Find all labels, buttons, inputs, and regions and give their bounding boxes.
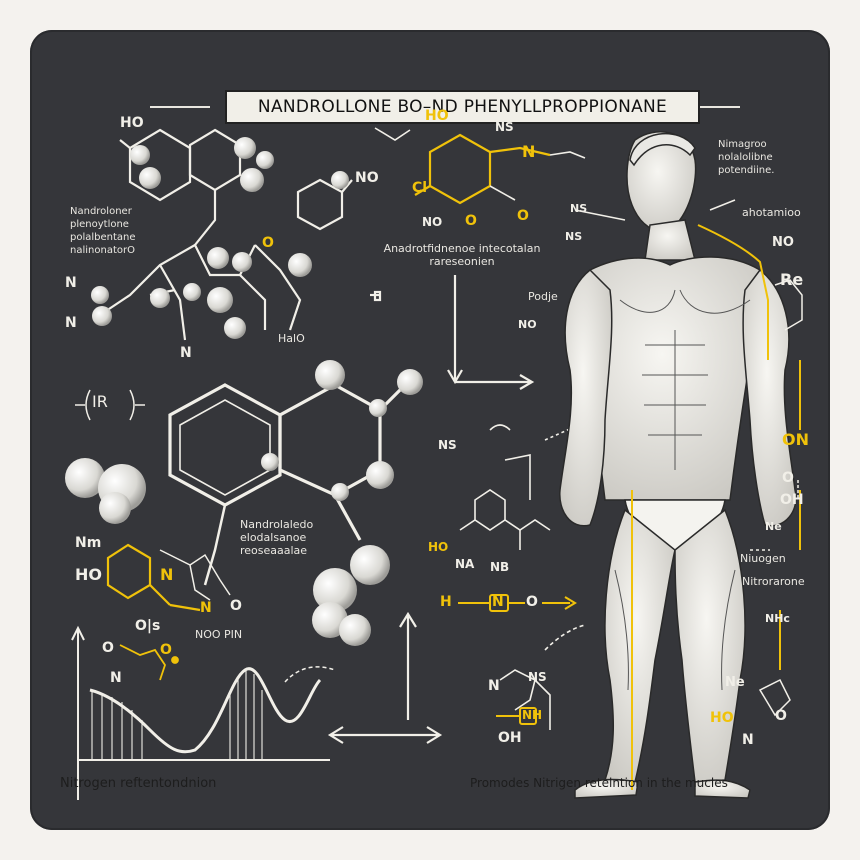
title-rule-right <box>680 106 740 108</box>
center-chain <box>459 419 591 550</box>
right-nb-label: Ne <box>725 675 745 690</box>
lower-n-label-3: O <box>230 598 242 614</box>
diagram-drawing <box>65 127 803 800</box>
center-ring-2 <box>278 383 382 497</box>
yellow-trace <box>631 224 801 790</box>
center-ring-1 <box>168 383 282 507</box>
chain-h-label: H <box>440 594 452 610</box>
right-oh-label: OH <box>780 492 804 508</box>
right-niu-label: Niuogen <box>740 552 786 565</box>
right-ns-label-2: NS <box>565 230 583 243</box>
lower-nm-label: Nm <box>75 535 102 551</box>
lower-noopin-label: NOO PIN <box>195 628 243 641</box>
left-chain-4 <box>159 264 187 341</box>
yellow-ns-label: NS <box>495 120 514 134</box>
right-n-label: N <box>742 732 754 748</box>
yellow-molecule-links <box>374 127 586 201</box>
left-halo-label: HalO <box>278 332 305 345</box>
center-molecule-caption: Nandrolaledo elodalsanoe reoseaaalae <box>240 518 314 557</box>
lower-n-label-2: N <box>200 600 212 616</box>
right-bonds <box>574 199 803 717</box>
figure-left-leg <box>603 508 676 783</box>
diagram-board: NANDROLLONE BO–ND PHENYLLPROPPIONANE <box>30 30 830 830</box>
left-ring-1 <box>128 128 192 202</box>
yellow-n-label: N <box>522 142 536 161</box>
center-caption: Anadrotfidnenoe intecotalan rareseonien <box>383 242 541 268</box>
right-ne-label: Ne <box>765 520 782 533</box>
left-n-label-1: N <box>65 275 77 291</box>
mini-chem <box>119 644 179 681</box>
right-nhc-label: NHc <box>765 612 790 625</box>
bottom-right-caption: Promodes Nitrigen retelntion in the mucl… <box>470 776 728 790</box>
left-molecule <box>99 128 353 341</box>
right-ho-label: HO <box>710 710 734 726</box>
center-balls <box>65 360 423 646</box>
chain-oh-label: OH <box>498 730 522 746</box>
arrows <box>327 275 535 744</box>
right-o-label-2: O <box>775 708 787 724</box>
chain-ho-label: HO <box>428 540 449 554</box>
right-no-label-1: NO <box>772 235 794 250</box>
left-n-label-3: N <box>180 345 192 361</box>
chain-o-label: O <box>526 594 538 610</box>
double-arrow <box>327 726 443 744</box>
lower-left-ring <box>106 543 201 612</box>
yellow-molecule <box>414 133 551 205</box>
yellow-ho-label: HO <box>425 108 449 124</box>
figure-right-leg <box>674 508 746 783</box>
right-nitro-label: Nitrorarone <box>742 575 805 588</box>
left-balls <box>91 137 349 339</box>
muscle-figure <box>559 131 797 799</box>
right-top-caption: Nimagroo nolalolibne potendiine. <box>718 139 775 176</box>
nitrogen-graph <box>71 625 336 800</box>
yellow-cl-label: Cl <box>412 180 428 196</box>
left-chain-2 <box>254 244 302 331</box>
left-chain-5 <box>239 274 267 330</box>
lower-ho-label: HO <box>75 565 102 584</box>
right-re-label: Re <box>780 270 804 289</box>
chain-n-label: N <box>492 594 504 610</box>
chain-ns2-label: NS <box>528 670 547 684</box>
right-ahe-label: ahotamioo <box>742 206 801 219</box>
right-ns-label-1: NS <box>570 202 588 215</box>
figure-left-arm <box>559 268 613 527</box>
left-ho-label: HO <box>120 115 144 131</box>
right-o-label: O <box>782 470 794 486</box>
chain-n2-label: N <box>488 678 500 694</box>
chain-nh-label: NH <box>522 708 543 722</box>
lower-ols-label: O|s <box>135 618 161 634</box>
yellow-o-label-2: O <box>517 208 529 224</box>
right-on-label: ON <box>782 430 809 449</box>
yellow-o-label: O <box>465 213 477 229</box>
title-rule-left <box>150 106 210 108</box>
yellow-chain <box>458 594 577 725</box>
diagram-title: NANDROLLONE BO–ND PHENYLLPROPPIONANE <box>225 90 700 124</box>
mini-o-label: O <box>102 640 114 656</box>
right-podje-label: Podje <box>528 290 558 303</box>
left-no-label: NO <box>355 170 379 186</box>
lower-n-label: N <box>160 565 174 584</box>
left-ring-2 <box>188 128 242 192</box>
mini-o-label-2: O <box>160 642 172 658</box>
ir-label: IR <box>92 392 108 411</box>
left-molecule-caption: Nandroloner plenoytlone polalbentane nal… <box>70 206 136 256</box>
yellow-no-label: NO <box>422 215 443 229</box>
bottom-left-caption: Nitrogen reftentondnion <box>60 776 217 791</box>
left-n-label-2: N <box>65 315 77 331</box>
mini-n-label: N <box>110 670 122 686</box>
right-no-label-2: NO <box>518 318 537 331</box>
no-bond <box>341 179 353 193</box>
chain-nb-label: NB <box>490 560 510 574</box>
ir-bracket <box>75 389 145 421</box>
up-arrow <box>399 611 417 720</box>
left-o-label: O <box>262 235 274 251</box>
left-chain-3 <box>99 244 196 316</box>
figure-right-arm <box>742 268 797 527</box>
right-arrow <box>455 374 535 390</box>
chain-ns-label: NS <box>438 438 457 452</box>
lower-chain <box>499 624 586 730</box>
down-arrow <box>447 275 463 385</box>
chain-na-label: NA <box>455 557 475 571</box>
